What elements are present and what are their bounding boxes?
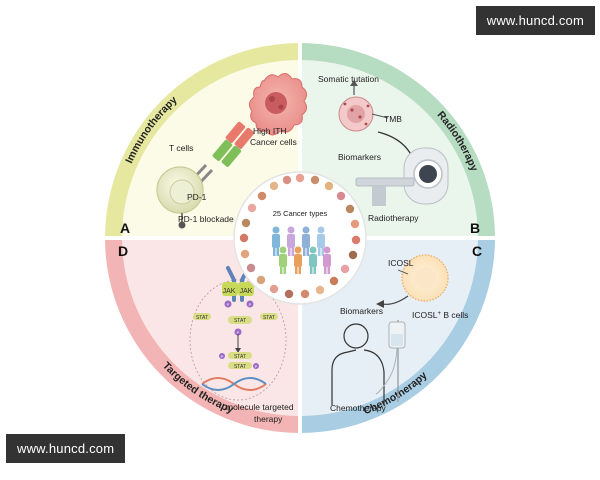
label-radiotherapy: Radiotherapy [368,213,419,223]
organ-icon [310,175,320,185]
label-pd1-blockade: PD-1 blockade [178,214,234,224]
organ-icon [324,181,334,191]
label-chemotherapy: Chemotherapy [330,403,387,413]
label-somatic: Somatic tutation [318,74,379,84]
t-cell-illustration [156,166,204,214]
label-stat-mid: STAT [234,318,246,324]
letter-d: D [118,243,128,259]
label-molecule-line1: molecule targeted [226,402,294,412]
label-cancer-cells: Cancer cells [250,137,297,147]
organ-icon [345,204,355,214]
organ-icon [295,173,305,183]
people-illustration [272,226,331,274]
person-figure [294,246,302,274]
tmb-cell-illustration [338,80,389,132]
person-figure [302,226,310,256]
organ-icon [269,181,279,191]
organ-icon [350,219,360,229]
jak-stat-pathway-illustration [189,266,287,401]
label-icosl: ICOSL [388,258,414,268]
label-icosl-b-cells: ICOSL+ B cells [412,310,468,320]
organ-icon [247,203,257,213]
label-stat-low1: STAT [234,354,246,360]
organ-icon [300,289,310,299]
organ-icon [348,250,358,260]
organ-icon [257,191,267,201]
person-figure [317,226,325,256]
person-figure [309,246,317,274]
center-disc: 25 Cancer types [233,171,367,305]
label-chemo-biomarkers: Biomarkers [340,306,383,316]
watermark-top: www.huncd.com [475,6,595,35]
letter-a: A [120,220,130,236]
label-p2: P [249,302,252,307]
label-stat-left: STAT [196,315,208,321]
label-radio-biomarkers: Biomarkers [338,152,381,162]
label-p1: P [227,302,230,307]
label-tmb: TMB [384,114,402,124]
b-cell-illustration [401,254,449,302]
organ-icon [351,235,361,245]
person-figure [287,226,295,256]
label-p3: P [237,330,240,335]
organ-icon [256,275,266,285]
label-t-cells: T cells [169,143,193,153]
label-p5: P [255,364,258,369]
label-pd1: PD-1 [187,192,207,202]
patient-outline-illustration [331,323,385,405]
icosl-pointer [376,269,409,308]
label-stat-low2: STAT [234,364,246,370]
watermark-bottom: www.huncd.com [6,434,126,463]
label-cancer-types: 25 Cancer types [273,209,328,218]
tumor-cell-illustration [248,73,308,136]
label-molecule-line2: therapy [254,414,283,424]
label-jak-right: JAK [240,288,253,295]
organ-icon [246,263,256,273]
label-p4: P [221,354,224,359]
organ-icon [240,249,250,259]
letter-c: C [472,243,482,259]
ct-scanner-illustration [355,147,449,206]
organ-icon [241,218,251,228]
organ-icon [336,191,346,201]
organ-icon-ring [239,173,361,299]
person-figure [279,246,287,274]
label-high-ith: High ITH [253,126,287,136]
label-jak-left: JAK [223,288,236,295]
organ-icon [284,289,294,299]
letter-b: B [470,220,480,236]
person-figure [323,246,331,274]
label-stat-right: STAT [263,315,275,321]
organ-icon [269,284,279,294]
organ-icon [282,175,292,185]
iv-drip-illustration [375,320,406,402]
organ-icon [329,276,339,286]
organ-icon [340,264,350,274]
person-figure [272,226,280,256]
organ-icon [239,233,249,243]
pd1-illustration [178,213,186,229]
organ-icon [315,285,325,295]
